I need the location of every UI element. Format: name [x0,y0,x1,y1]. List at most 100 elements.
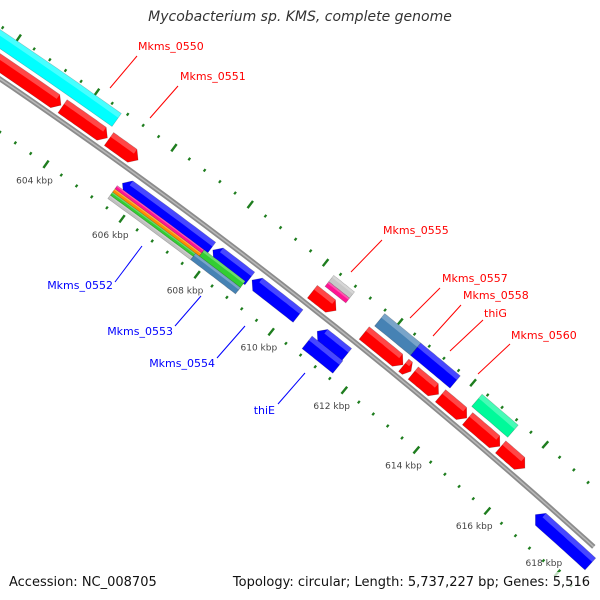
minor-tick [0,130,2,135]
leader-line [114,245,143,283]
gene-feature[interactable] [407,366,439,397]
gene-arrow-shape [190,252,241,295]
ruler-label: 614 kbp [385,461,422,471]
gene-bevel [194,253,241,290]
gene-bevel [314,285,336,304]
gene-bevel [327,281,350,300]
gene-bevel [365,326,403,359]
gene-feature[interactable] [0,0,62,109]
gene-bevel [502,440,525,462]
gene-label[interactable]: Mkms_0551 [180,70,246,83]
minor-tick [371,412,376,416]
gene-bevel [64,99,107,132]
gene-label[interactable]: Mkms_0554 [149,357,215,370]
gene-feature[interactable] [103,132,139,163]
gene-label[interactable]: Mkms_0555 [383,224,449,237]
minor-tick [239,306,244,311]
gene-bevel [442,389,467,412]
leader-line [277,372,306,405]
gene-feature[interactable] [0,0,122,127]
gene-feature[interactable] [57,99,108,141]
gene-feature[interactable] [358,326,404,367]
minor-tick [187,157,192,161]
gene-label[interactable]: Mkms_0558 [463,289,529,302]
minor-tick [125,112,130,117]
gene-feature[interactable] [535,512,597,571]
leader-line [350,239,383,273]
major-tick [267,327,275,337]
major-tick [14,33,22,43]
minor-tick [284,341,288,346]
gene-arrow-shape [434,389,468,420]
leader-line [477,343,511,375]
minor-tick [327,376,332,381]
feature-tracks [0,0,597,571]
gene-feature[interactable] [410,342,461,389]
gene-label[interactable]: thiE [254,404,275,417]
gene-arrow-shape [407,366,439,397]
minor-tick [443,472,447,477]
leader-line [174,295,202,327]
minor-tick [338,272,343,277]
minor-tick [79,79,83,84]
gene-arrow-shape [494,440,526,470]
gene-feature[interactable] [471,393,519,438]
gene-feature[interactable] [251,277,304,323]
gene-feature[interactable] [324,281,350,304]
minor-tick [368,296,373,300]
minor-tick [499,521,504,526]
gene-feature[interactable] [114,185,205,254]
gene-bevel [414,366,439,388]
gene-arrow-shape [301,335,344,374]
gene-label[interactable]: Mkms_0552 [47,279,113,292]
genome-summary-text: Topology: circular; Length: 5,737,227 bp… [232,575,590,590]
gene-arrow-shape [251,277,304,323]
leader-line [409,287,441,319]
minor-tick [63,68,68,73]
backbone-highlight [0,78,595,548]
minor-tick [557,455,562,460]
leader-line [449,319,484,352]
minor-tick [218,179,222,184]
minor-tick [105,205,109,210]
gene-feature[interactable] [190,252,241,295]
minor-tick [13,140,18,145]
major-tick [118,214,126,224]
leader-line [216,325,246,359]
gene-feature[interactable] [434,389,468,420]
major-tick [340,386,349,395]
gene-label[interactable]: Mkms_0553 [107,325,173,338]
minor-tick [428,460,433,464]
gene-feature[interactable] [494,440,526,470]
gene-label[interactable]: Mkms_0550 [138,40,204,53]
minor-tick [442,356,446,361]
leader-line [109,55,138,89]
gene-feature[interactable] [301,335,344,374]
minor-tick [74,184,79,188]
minor-tick [400,436,404,440]
ruler-label: 618 kbp [526,559,563,569]
leader-line [149,85,179,119]
gene-arrow-shape [324,281,350,304]
major-tick [483,506,492,516]
gene-feature[interactable] [461,412,501,449]
major-tick [469,378,477,387]
gene-bevel [110,132,137,154]
minor-tick [357,400,361,404]
gene-bevel [202,249,246,284]
gene-label[interactable]: thiG [484,307,507,320]
major-tick [170,143,178,153]
minor-tick [353,284,358,289]
minor-tick [150,239,154,243]
gene-label[interactable]: Mkms_0557 [442,272,508,285]
gene-arrow-shape [0,29,122,127]
gene-label[interactable]: Mkms_0560 [511,329,577,342]
ruler-label: 606 kbp [92,231,129,241]
minor-tick [471,496,476,501]
minor-tick [135,228,139,232]
gene-bevel [469,412,500,440]
gene-feature[interactable] [398,358,413,375]
leader-line [432,304,462,337]
gene-feature[interactable] [306,284,337,313]
